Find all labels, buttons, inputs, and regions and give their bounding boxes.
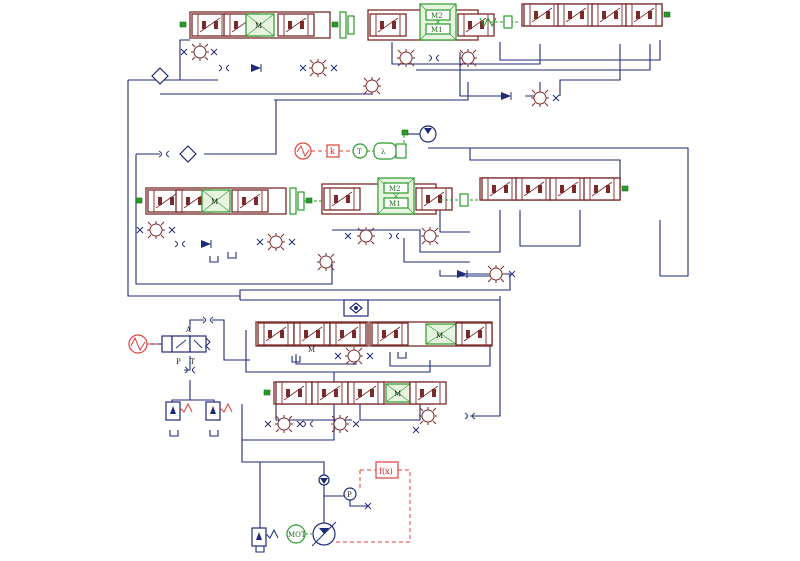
function-block-label: f(x) xyxy=(379,467,393,476)
accumulator-mid xyxy=(179,145,197,163)
motor-label-lower-right: M xyxy=(436,332,443,340)
motor-label-m2-mid: M2 xyxy=(389,185,401,193)
accumulator-top xyxy=(151,67,169,85)
top-gear-coupling xyxy=(339,11,355,39)
port-p-label: P xyxy=(176,358,181,366)
signal-chain: k T λ xyxy=(294,125,437,160)
middle-right-valve-assembly xyxy=(479,177,629,201)
sensor-top-3 xyxy=(362,76,382,96)
middle-gear-coupling xyxy=(289,187,324,215)
top-row-components xyxy=(151,42,560,163)
middle-left-valve-assembly: M xyxy=(135,187,287,215)
lower-right-valve-assembly: M xyxy=(369,321,493,347)
pipe-network xyxy=(127,39,689,553)
check-valve-top-1 xyxy=(250,63,262,73)
top-left-valve-assembly: M xyxy=(179,11,339,39)
middle-center-valve-assembly: M2 M1 xyxy=(321,177,480,215)
sensor-top-6 xyxy=(530,88,550,108)
sensor-top-2 xyxy=(308,58,328,78)
drive-motor-label: MOT xyxy=(288,531,306,539)
port-mid-left xyxy=(135,197,143,204)
motor-label-m2-top: M2 xyxy=(431,12,443,20)
motor-label-m1-mid: M1 xyxy=(389,200,401,208)
sensor-top-1 xyxy=(190,42,210,62)
pressure-gauge-label: P xyxy=(347,491,352,499)
port-mid-right xyxy=(621,185,629,192)
relief-valve-right xyxy=(205,401,233,421)
port-top-right xyxy=(663,11,671,18)
top-right-valve-assembly xyxy=(521,3,671,27)
shuttle-valve xyxy=(343,299,369,317)
top-center-valve-assembly: M2 M1 xyxy=(367,3,520,41)
motor-label-mid-left: M xyxy=(211,198,218,206)
port-t-label: T xyxy=(190,358,195,366)
pump-unit: P MOT f(x) xyxy=(286,461,411,547)
orifice-top-2 xyxy=(428,54,440,62)
pressure-gauge xyxy=(343,487,357,501)
directional-control-valve: A P T xyxy=(128,326,211,366)
relief-valve-bottom xyxy=(251,527,279,547)
motor-label-m1-top: M1 xyxy=(431,26,443,34)
port-top-left xyxy=(179,21,187,28)
motor-label-top-left: M xyxy=(255,22,262,30)
motor-label-bottom: M xyxy=(394,390,401,398)
temperature-label: T xyxy=(357,148,362,156)
check-valve-top-2 xyxy=(500,91,512,101)
svg-text:λ: λ xyxy=(381,148,386,156)
bottom-valve-assembly: M xyxy=(263,381,447,405)
port-top-left-right xyxy=(331,21,339,28)
port-a-label: A xyxy=(185,326,192,334)
lower-left-valve-assembly: M xyxy=(255,321,369,354)
sensor-top-5 xyxy=(458,48,478,68)
motor-shaft xyxy=(395,143,407,159)
sensor-top-4 xyxy=(396,48,416,68)
motor-label-lower-left: M xyxy=(308,346,315,354)
relief-valve-left xyxy=(165,401,193,421)
orifice-top-1 xyxy=(218,64,230,72)
amplifier-label: k xyxy=(330,147,335,156)
